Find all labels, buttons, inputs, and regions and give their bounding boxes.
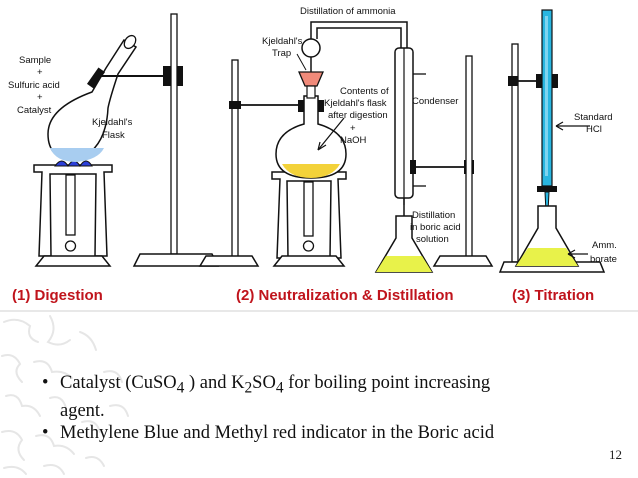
distillation-label: solution (416, 234, 449, 245)
distillation-label: in boric acid (410, 222, 461, 233)
trap-label: Trap (272, 48, 291, 59)
catalyst-label: Catalyst (17, 105, 52, 116)
bullet-item-catalyst-continued: agent. (60, 400, 105, 421)
distillation-label: Distillation (412, 210, 455, 221)
step-titration-label: (3) Titration (512, 287, 594, 304)
standard-hcl-label: HCl (586, 124, 602, 135)
sulfuric-acid-label: Sulfuric acid (8, 80, 60, 91)
distillation-apparatus: Distillation of ammonia (198, 6, 494, 304)
digestion-apparatus: Sample + Sulfuric acid + Catalyst Kjelda… (8, 13, 220, 304)
kjeldahl-flask-label: Flask (102, 130, 125, 141)
contents-label: Kjeldahl's flask (324, 98, 387, 109)
diagram-title: Distillation of ammonia (300, 6, 396, 17)
amm-borate-label: borate (590, 254, 617, 265)
bullet-item-indicator: •Methylene Blue and Methyl red indicator… (42, 422, 495, 443)
step-digestion-label: (1) Digestion (12, 287, 103, 304)
condenser-label: Condenser (412, 96, 458, 107)
bullet-symbol: • (42, 373, 49, 393)
sample-label: Sample (19, 55, 51, 66)
slide-number: 12 (609, 447, 622, 462)
kjeldahl-method-diagram: Sample + Sulfuric acid + Catalyst Kjelda… (0, 6, 638, 312)
amm-borate-label: Amm. (592, 240, 617, 251)
standard-hcl-label: Standard (574, 112, 613, 123)
trap-label: Kjeldahl's (262, 36, 303, 47)
contents-label: Contents of (340, 86, 389, 97)
plus-label: + (37, 92, 43, 103)
contents-label: NaOH (340, 135, 367, 146)
kjeldahl-flask (47, 34, 138, 162)
contents-label: + (350, 123, 356, 134)
kjeldahl-flask-label: Kjeldahl's (92, 117, 133, 128)
puzzle-pattern-background (1, 315, 129, 475)
step-neutralization-label: (2) Neutralization & Distillation (236, 287, 454, 304)
bullet-symbol: • (42, 422, 49, 443)
contents-label: after digestion (328, 110, 388, 121)
plus-label: + (37, 67, 43, 78)
titration-apparatus: Standard HCl Amm. borate (3) Titration (498, 9, 617, 304)
bunsen-burner (34, 160, 112, 267)
bullet-item-catalyst: •Catalyst (CuSO4 ) and K2SO4 for boiling… (42, 373, 491, 397)
bullet-list: •Catalyst (CuSO4 ) and K2SO4 for boiling… (38, 372, 628, 444)
